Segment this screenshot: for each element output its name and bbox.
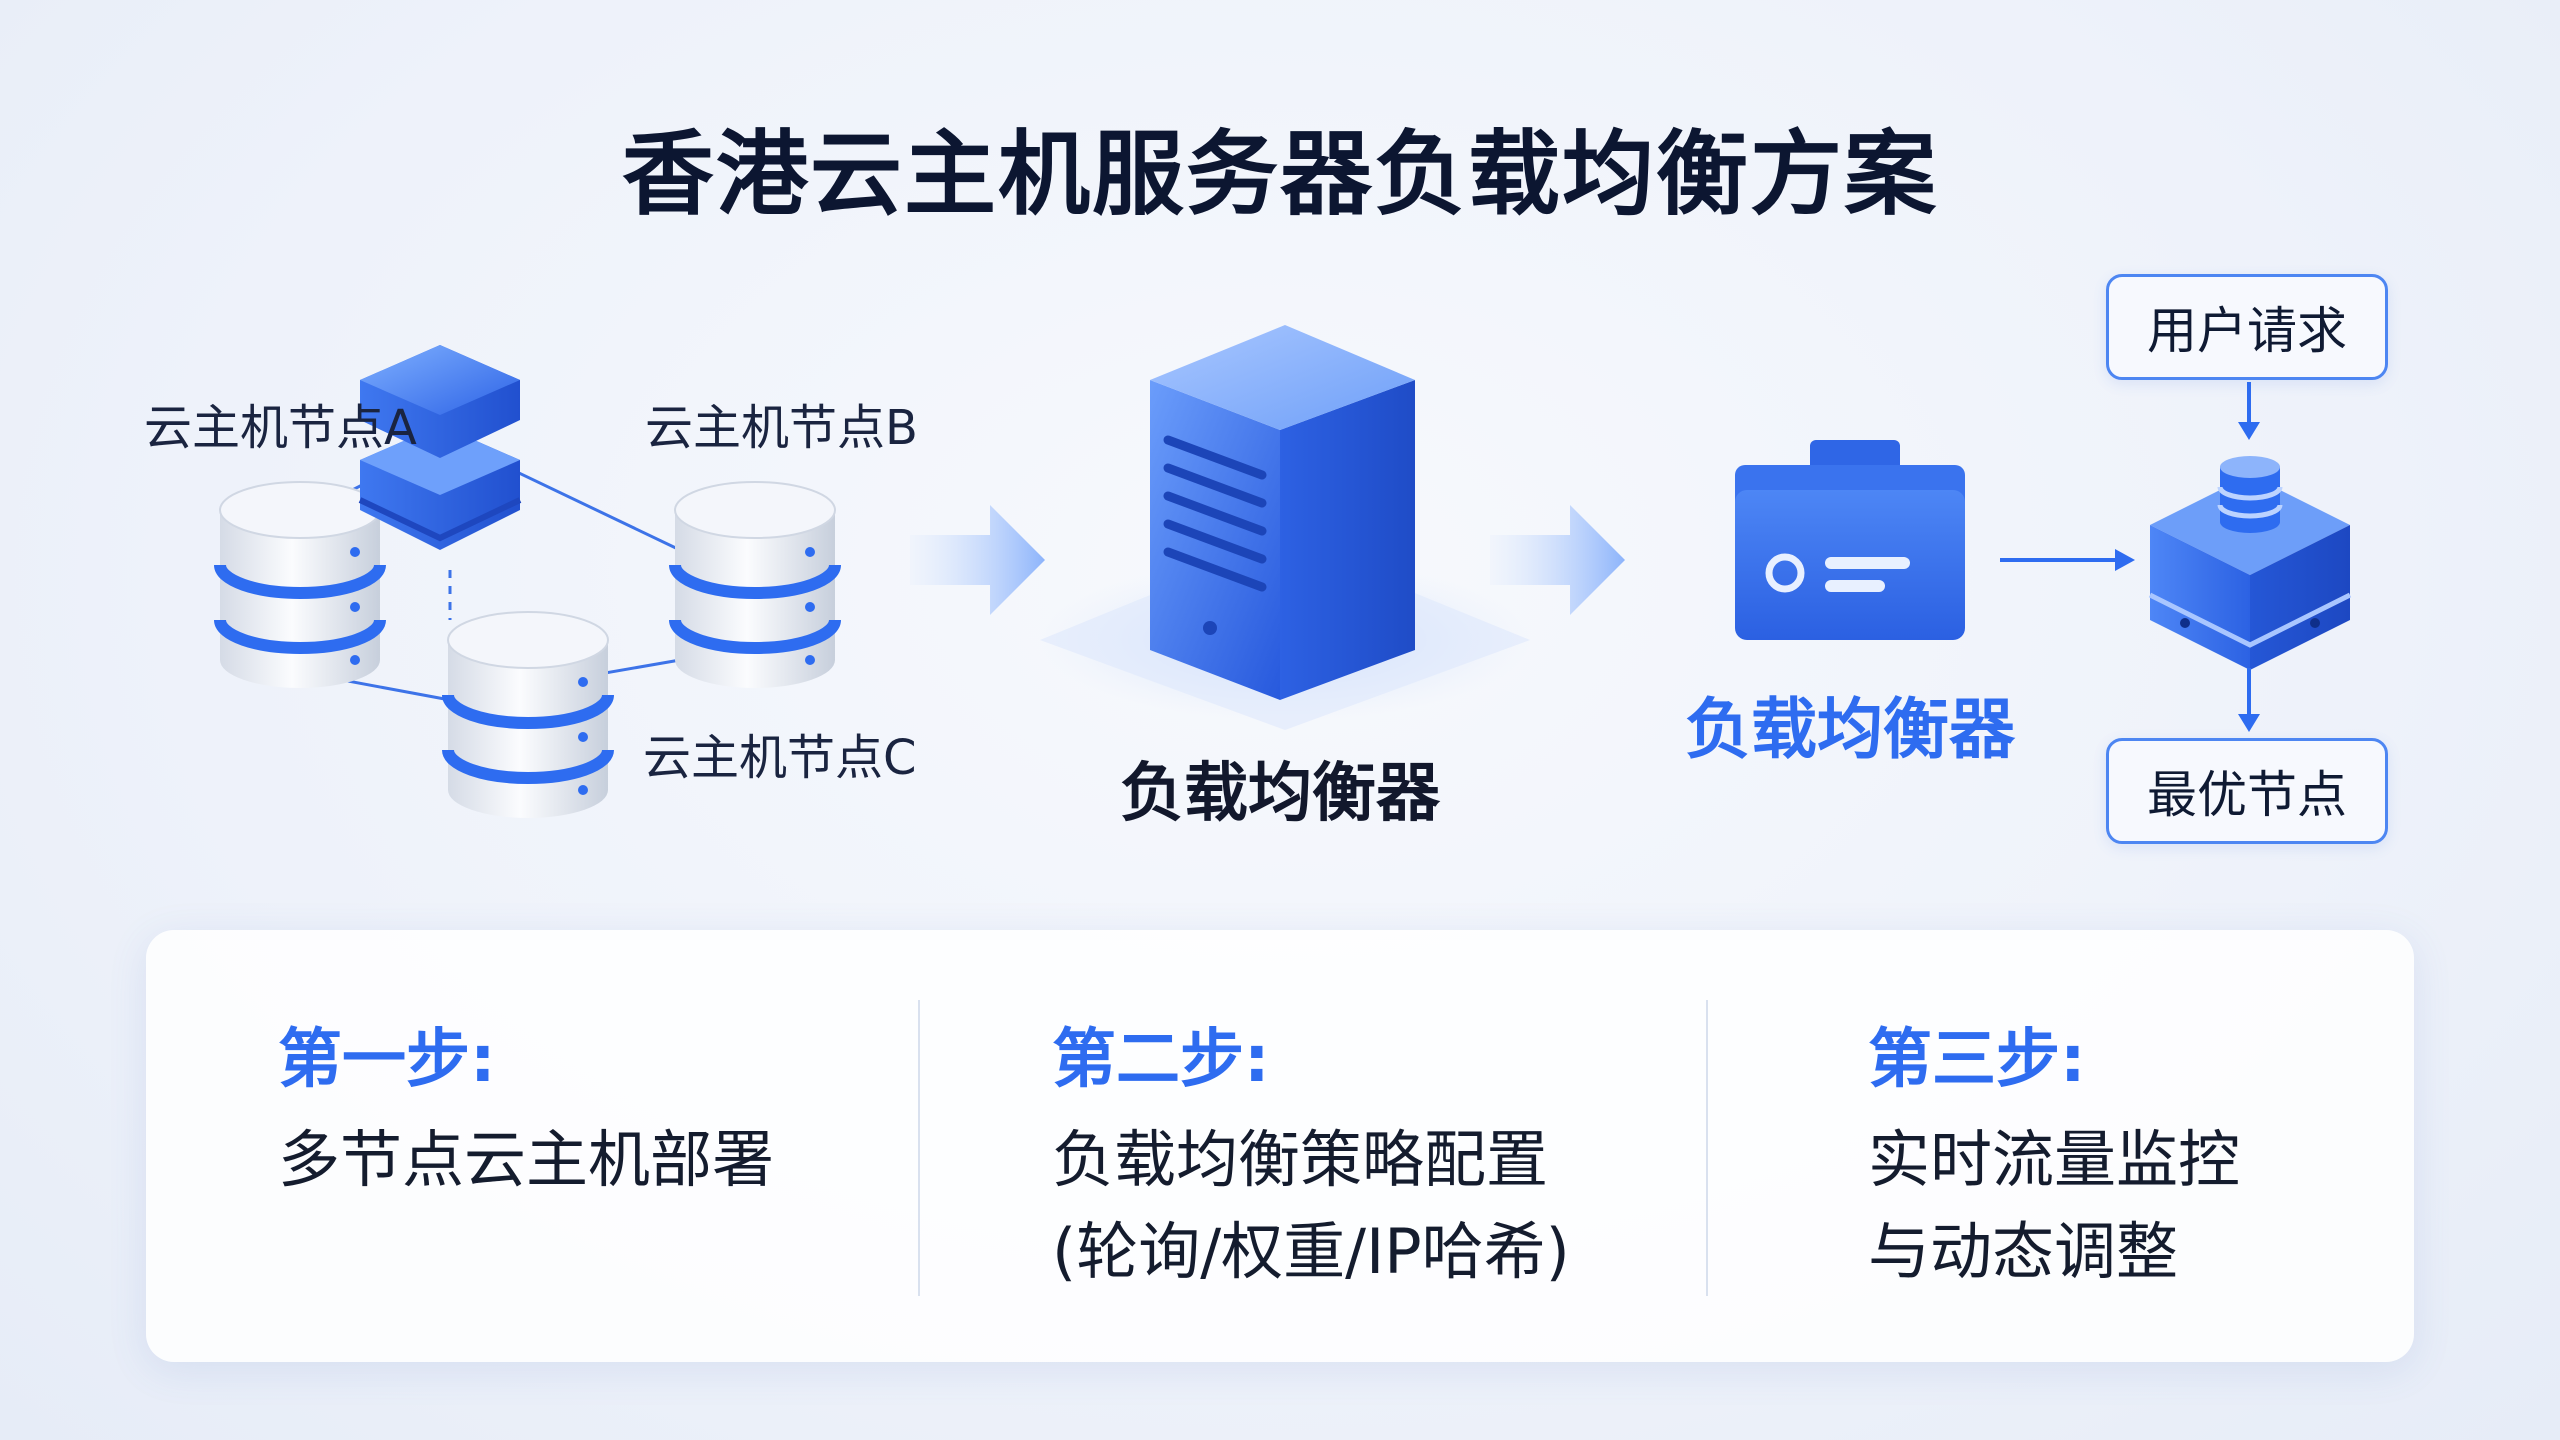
steps-panel — [146, 930, 2414, 1362]
user-request-label: 用户请求 — [2147, 302, 2347, 360]
cluster-diagram — [120, 300, 960, 860]
step-1-title: 第一步: — [278, 1023, 496, 1097]
steps-divider-2 — [1706, 1000, 1708, 1296]
step-2-title: 第二步: — [1052, 1023, 1270, 1097]
step-2-text-line2: (轮询/权重/IP哈希) — [1052, 1215, 1570, 1288]
node-b-label: 云主机节点B — [645, 400, 918, 456]
cluster-graphic — [214, 345, 841, 818]
lb-device-icon — [1730, 435, 1970, 649]
step-3-text-line2: 与动态调整 — [1868, 1215, 2179, 1288]
stacked-blocks-icon — [358, 345, 522, 550]
step-3-text-line1: 实时流量监控 — [1868, 1123, 2241, 1196]
step-1: 第一步: 多节点云主机部署 — [278, 1008, 774, 1206]
arrow-to-node-icon — [2000, 545, 2140, 579]
node-a-label: 云主机节点A — [144, 400, 417, 456]
center-server-icon — [1040, 310, 1540, 734]
node-b-database-icon — [669, 481, 841, 688]
step-2-text-line1: 负载均衡策略配置 — [1052, 1123, 1549, 1196]
step-2: 第二步: 负载均衡策略配置 (轮询/权重/IP哈希) — [1052, 1008, 1570, 1298]
step-3: 第三步: 实时流量监控 与动态调整 — [1868, 1008, 2240, 1298]
right-lb-label: 负载均衡器 — [1685, 691, 2015, 768]
arrow-down-2-icon — [2234, 668, 2264, 738]
node-c-database-icon — [442, 611, 614, 818]
step-3-title: 第三步: — [1868, 1023, 2086, 1097]
optimal-node-label: 最优节点 — [2147, 766, 2347, 824]
user-request-box: 用户请求 — [2106, 274, 2388, 380]
center-lb-label: 负载均衡器 — [1120, 757, 1440, 831]
step-1-text: 多节点云主机部署 — [278, 1123, 775, 1196]
page-title: 香港云主机服务器负载均衡方案 — [621, 121, 1938, 228]
flow-arrow-1-icon — [910, 500, 1050, 624]
steps-divider-1 — [918, 1000, 920, 1296]
node-c-label: 云主机节点C — [643, 730, 917, 786]
arrow-down-1-icon — [2234, 382, 2264, 446]
flow-arrow-2-icon — [1490, 500, 1630, 624]
node-cube-icon — [2140, 445, 2360, 679]
optimal-node-box: 最优节点 — [2106, 738, 2388, 844]
node-a-database-icon — [214, 481, 386, 688]
